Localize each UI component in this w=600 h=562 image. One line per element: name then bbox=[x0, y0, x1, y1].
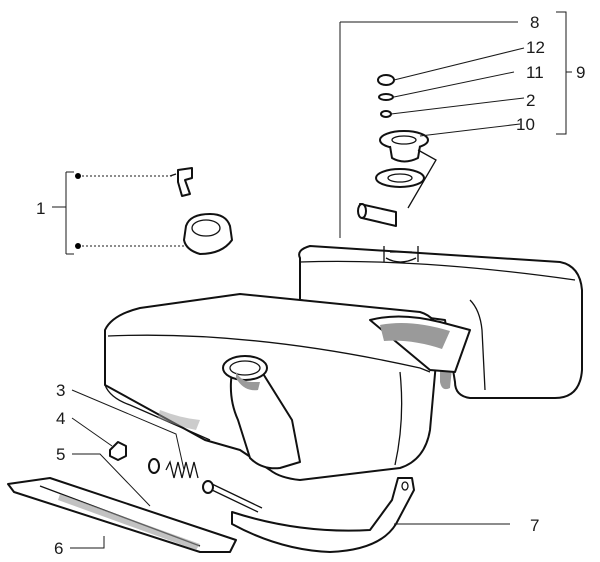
callout-9: 9 bbox=[576, 63, 585, 82]
callout-10: 10 bbox=[516, 115, 535, 134]
callout-4: 4 bbox=[56, 409, 65, 428]
sender-hardware-small-washer bbox=[380, 110, 392, 118]
callout-6: 6 bbox=[54, 539, 63, 558]
callout-12: 12 bbox=[526, 38, 545, 57]
callout-3: 3 bbox=[56, 381, 65, 400]
callout-11: 11 bbox=[526, 63, 544, 82]
callout-5: 5 bbox=[56, 445, 65, 464]
callout-8: 8 bbox=[530, 13, 539, 32]
flat-washer bbox=[148, 458, 160, 474]
sender-hardware-nut bbox=[377, 74, 395, 86]
support-plate bbox=[7, 477, 237, 553]
tie-rod bbox=[202, 480, 263, 513]
sender-hardware-washer bbox=[378, 93, 394, 101]
fuel-tap bbox=[169, 167, 193, 197]
callout-1: 1 bbox=[36, 199, 45, 218]
callout-2: 2 bbox=[526, 91, 535, 110]
fuel-level-sender bbox=[357, 130, 437, 263]
mounting-nut bbox=[109, 441, 127, 461]
leader-lines bbox=[52, 11, 572, 549]
filler-neck bbox=[222, 355, 301, 470]
fuel-cap bbox=[183, 213, 233, 255]
coil-spring bbox=[165, 460, 199, 479]
callout-7: 7 bbox=[530, 516, 539, 535]
retaining-strap bbox=[231, 477, 415, 553]
